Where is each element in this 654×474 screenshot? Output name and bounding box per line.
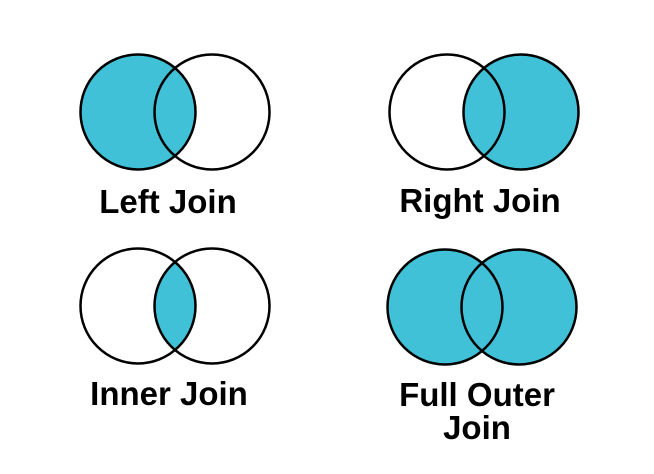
label-full-outer-join: Full Outer Join: [367, 378, 587, 444]
venn-full-outer-join: [386, 248, 578, 366]
label-full-outer-join-line2: Join: [443, 409, 511, 446]
label-inner-join: Inner Join: [90, 375, 248, 412]
left-circle-outline: [79, 53, 197, 171]
overlap-fill: [463, 54, 505, 170]
overlap-fill: [154, 54, 196, 170]
venn-inner-join: [79, 247, 271, 365]
label-left-join: Left Join: [99, 183, 237, 220]
left-circle-outline: [79, 247, 197, 365]
right-circle-outline: [153, 247, 271, 365]
right-circle-outline: [153, 53, 271, 171]
left-circle-outline: [386, 248, 504, 366]
venn-right-join: [388, 53, 580, 171]
overlap-fill: [461, 249, 503, 365]
label-full-outer-join-line1: Full Outer: [399, 376, 555, 413]
label-right-join: Right Join: [399, 182, 561, 219]
left-circle-outline: [388, 53, 506, 171]
venn-left-join: [79, 53, 271, 171]
overlap-fill: [154, 248, 196, 364]
right-circle-outline: [462, 53, 580, 171]
right-circle-outline: [460, 248, 578, 366]
